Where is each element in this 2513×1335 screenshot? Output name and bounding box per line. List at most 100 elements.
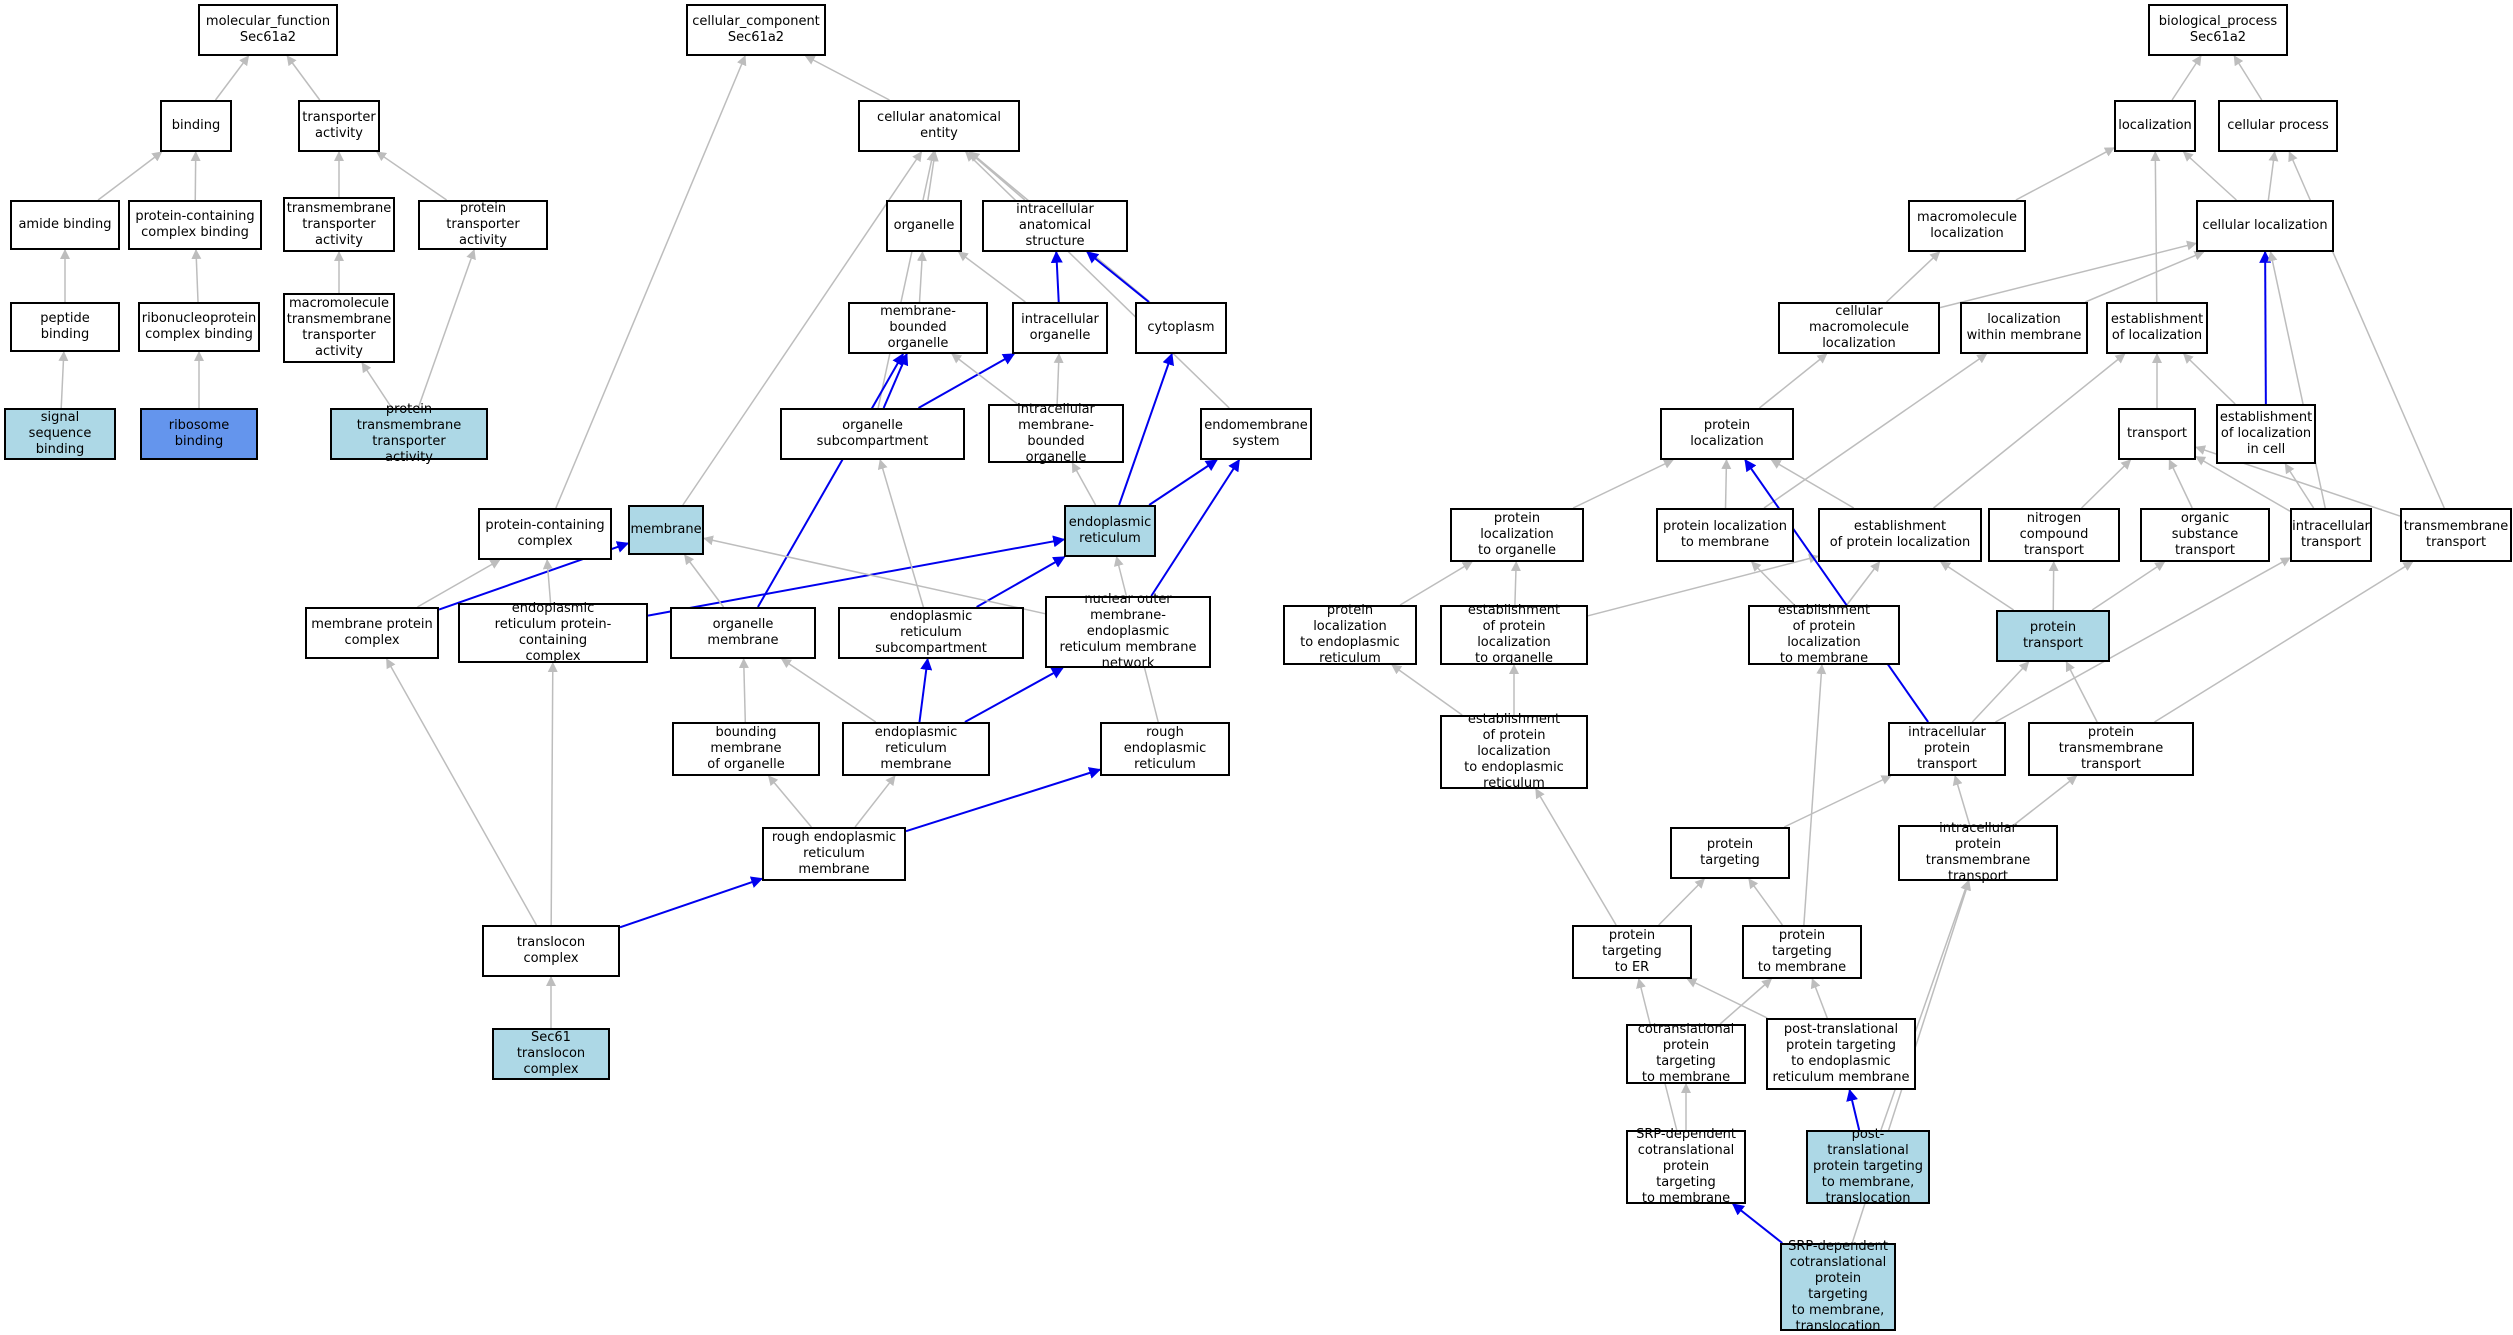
go-term-protein-targeting: protein targeting: [1670, 827, 1790, 879]
edge-cellular-anatomical-entity-to-cc-root: [806, 56, 890, 100]
edge-protein-transmembrane-transport-to-transmembrane-transport: [2155, 562, 2413, 722]
go-term-cellular-localization: cellular localization: [2196, 200, 2334, 252]
go-term-intracellular-mb-organelle: intracellular membrane-bounded organelle: [988, 404, 1124, 463]
edge-intracellular-protein-tm-transport-to-intracellular-protein-transport: [1955, 776, 1970, 825]
edge-intracellular-anatomical-structure-to-cellular-anatomical-entity: [969, 152, 1025, 200]
go-term-post-translational-translocation: post-translational protein targeting to …: [1806, 1130, 1930, 1204]
edge-localization-within-membrane-to-cellular-localization: [2085, 252, 2203, 302]
go-term-protein-localization: protein localization: [1660, 408, 1794, 460]
edge-cytoplasm-to-intracellular-anatomical-structure: [1087, 252, 1149, 302]
edge-signal-sequence-binding-to-peptide-binding: [61, 352, 64, 408]
edge-protein-targeting-to-membrane-to-protein-targeting: [1749, 879, 1782, 925]
edge-establishment-of-localization-in-cell-to-establishment-of-localization: [2184, 354, 2235, 404]
edge-organelle-subcompartment-to-cellular-anatomical-entity: [878, 152, 933, 408]
go-term-ribonucleoprotein-complex-binding: ribonucleoprotein complex binding: [138, 302, 260, 352]
go-term-organelle-membrane: organelle membrane: [670, 607, 816, 659]
go-term-intracellular-anatomical-structure: intracellular anatomical structure: [982, 200, 1128, 252]
go-term-nitrogen-compound-transport: nitrogen compound transport: [1988, 508, 2120, 562]
go-term-cellular-macromolecule-localization: cellular macromolecule localization: [1778, 302, 1940, 354]
edge-nuclear-outer-membrane-er-network-to-endomembrane-system: [1151, 460, 1239, 596]
edge-er-protein-containing-complex-to-protein-containing-complex: [547, 560, 550, 603]
go-term-localization-within-membrane: localization within membrane: [1960, 302, 2088, 354]
go-term-endomembrane-system: endomembrane system: [1200, 408, 1312, 460]
edge-establishment-protein-loc-to-membrane-to-establishment-of-protein-localization: [1847, 562, 1880, 605]
edge-endoplasmic-reticulum-to-intracellular-mb-organelle: [1072, 463, 1095, 505]
go-term-macromolecule-localization: macromolecule localization: [1908, 200, 2026, 252]
go-term-protein-localization-to-membrane: protein localization to membrane: [1656, 508, 1794, 562]
edge-macromolecule-localization-to-localization: [2016, 148, 2114, 200]
edge-cellular-localization-to-cellular-process: [2268, 152, 2274, 200]
go-term-mf-root: molecular_function Sec61a2: [198, 4, 338, 56]
edge-establishment-protein-loc-to-er-to-protein-localization-to-er: [1392, 665, 1462, 715]
go-term-membrane: membrane: [628, 505, 704, 555]
edge-organic-substance-transport-to-transport: [2169, 460, 2192, 508]
go-term-protein-transmembrane-transport: protein transmembrane transport: [2028, 722, 2194, 776]
go-term-transporter-activity: transporter activity: [298, 100, 380, 152]
edge-intracellular-mb-organelle-to-intracellular-organelle: [1057, 354, 1059, 404]
edge-intracellular-organelle-to-intracellular-anatomical-structure: [1056, 252, 1058, 302]
go-term-er-membrane: endoplasmic reticulum membrane: [842, 722, 990, 776]
edge-nuclear-outer-membrane-er-network-to-membrane: [704, 538, 1045, 613]
edge-rough-er-membrane-to-rough-er: [906, 770, 1100, 832]
edge-translocon-complex-to-rough-er-membrane: [620, 879, 762, 928]
edge-establishment-protein-loc-to-organelle-to-protein-localization-to-organelle: [1515, 562, 1516, 605]
go-term-intracellular-protein-tm-transport: intracellular protein transmembrane tran…: [1898, 825, 2058, 881]
go-term-organelle: organelle: [886, 200, 962, 252]
go-term-establishment-of-localization-in-cell: establishment of localization in cell: [2216, 404, 2316, 464]
edge-intracellular-organelle-to-organelle: [959, 252, 1026, 302]
go-term-establishment-protein-loc-to-organelle: establishment of protein localization to…: [1440, 605, 1588, 665]
edge-protein-containing-complex-to-cc-root: [556, 56, 745, 508]
edge-intracellular-protein-transport-to-protein-transport: [1972, 662, 2028, 722]
go-term-er-subcompartment: endoplasmic reticulum subcompartment: [838, 607, 1024, 659]
go-term-cotranslational-protein-targeting-to-membrane: cotranslational protein targeting to mem…: [1626, 1024, 1746, 1084]
edge-post-translational-targeting-to-er-membrane-to-protein-targeting-to-membrane: [1812, 979, 1827, 1018]
edge-translocon-complex-to-membrane-protein-complex: [387, 659, 537, 925]
go-term-binding: binding: [160, 100, 232, 152]
edge-protein-transmembrane-transport-to-protein-transport: [2066, 662, 2097, 722]
edge-organelle-membrane-to-membrane: [685, 555, 724, 607]
edge-endomembrane-system-to-cellular-anatomical-entity: [966, 152, 1229, 408]
go-term-intracellular-transport: intracellular transport: [2290, 508, 2372, 562]
go-term-protein-localization-to-er: protein localization to endoplasmic reti…: [1283, 605, 1417, 665]
edge-protein-localization-to-organelle-to-protein-localization: [1573, 460, 1673, 508]
go-term-signal-sequence-binding: signal sequence binding: [4, 408, 116, 460]
edge-establishment-of-localization-to-localization: [2155, 152, 2156, 302]
edge-protein-targeting-to-intracellular-protein-transport: [1784, 776, 1890, 827]
edge-nitrogen-compound-transport-to-transport: [2082, 460, 2131, 508]
go-term-protein-tm-transporter-activity: protein transmembrane transporter activi…: [330, 408, 488, 460]
go-term-establishment-protein-loc-to-er: establishment of protein localization to…: [1440, 715, 1588, 789]
edge-intracellular-transport-to-cellular-localization: [2271, 252, 2326, 508]
edge-intracellular-mb-organelle-to-membrane-bounded-organelle: [952, 354, 1017, 404]
edge-protein-transport-to-establishment-of-protein-localization: [1941, 562, 2014, 610]
edge-cellular-macromolecule-localization-to-cellular-localization: [1940, 243, 2196, 307]
go-term-bounding-membrane-of-organelle: bounding membrane of organelle: [672, 722, 820, 776]
edge-post-translational-targeting-to-er-membrane-to-protein-targeting-to-er: [1687, 979, 1767, 1018]
go-term-establishment-of-localization: establishment of localization: [2106, 302, 2208, 354]
go-term-cellular-anatomical-entity: cellular anatomical entity: [858, 100, 1020, 152]
edge-cotranslational-protein-targeting-to-membrane-to-protein-targeting-to-membrane: [1720, 979, 1771, 1024]
go-term-nuclear-outer-membrane-er-network: nuclear outer membrane-endoplasmic retic…: [1045, 596, 1211, 668]
go-term-sec61-translocon-complex: Sec61 translocon complex: [492, 1028, 610, 1080]
go-term-translocon-complex: translocon complex: [482, 925, 620, 977]
edge-organelle-membrane-to-membrane-bounded-organelle: [758, 354, 903, 607]
edge-rough-er-membrane-to-er-membrane: [855, 776, 895, 827]
edge-establishment-of-protein-localization-to-establishment-of-localization: [1934, 354, 2125, 508]
go-term-cc-root: cellular_component Sec61a2: [686, 4, 826, 56]
go-term-cytoplasm: cytoplasm: [1135, 302, 1227, 354]
edge-protein-transport-to-organic-substance-transport: [2092, 562, 2164, 610]
edge-establishment-of-localization-in-cell-to-cellular-localization: [2265, 252, 2266, 404]
edge-cellular-process-to-bp-root: [2234, 56, 2262, 100]
edge-ribonucleoprotein-complex-binding-to-protein-containing-complex-binding: [196, 250, 198, 302]
go-term-intracellular-protein-transport: intracellular protein transport: [1888, 722, 2006, 776]
go-term-srp-cotranslational-targeting: SRP-dependent cotranslational protein ta…: [1626, 1130, 1746, 1204]
go-term-er-protein-containing-complex: endoplasmic reticulum protein-containing…: [458, 603, 648, 663]
go-term-post-translational-targeting-to-er-membrane: post-translational protein targeting to …: [1766, 1018, 1916, 1090]
edge-amide-binding-to-binding: [98, 152, 162, 200]
edge-protein-targeting-to-er-to-protein-targeting: [1659, 879, 1705, 925]
go-term-transmembrane-transport: transmembrane transport: [2400, 508, 2512, 562]
go-term-protein-targeting-to-er: protein targeting to ER: [1572, 925, 1692, 979]
go-term-organelle-subcompartment: organelle subcompartment: [780, 408, 965, 460]
go-term-macromolecule-tt-activity: macromolecule transmembrane transporter …: [283, 293, 395, 363]
go-term-ribosome-binding: ribosome binding: [140, 408, 258, 460]
